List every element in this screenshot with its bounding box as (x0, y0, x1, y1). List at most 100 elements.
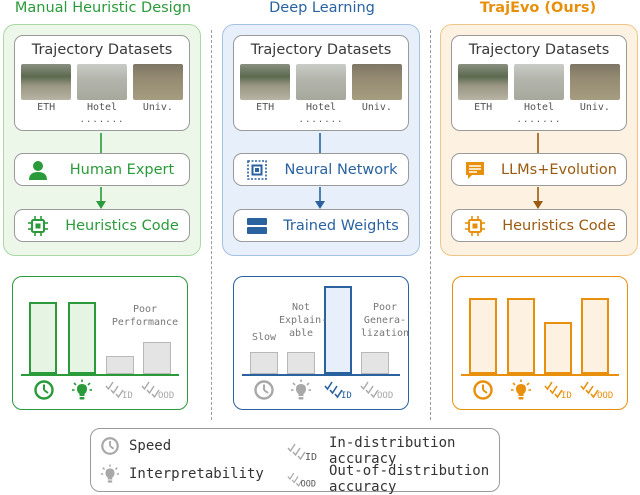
dataset-thumbnails (21, 64, 183, 100)
chart-trajevo: ID OOD (452, 276, 628, 410)
id-check-icon: ID (544, 381, 572, 399)
dataset-box: Trajectory Datasets ETH Hotel Univ. ....… (451, 35, 627, 131)
chart-axis (242, 374, 400, 376)
chip-icon (462, 213, 488, 239)
id-tag: ID (341, 391, 352, 399)
column-title-deep-learning: Deep Learning (269, 0, 375, 16)
eth-thumbnail (458, 64, 509, 100)
ood-tag: OOD (158, 391, 174, 399)
bar-interpretability (507, 298, 535, 374)
dataset-labels: ETH Hotel Univ. (458, 102, 620, 113)
chip-icon (25, 213, 51, 239)
id-check-icon: ID (324, 381, 352, 399)
annotation-line: Explain- (279, 315, 328, 326)
dataset-title: Trajectory Datasets (468, 42, 610, 58)
network-icon (244, 157, 270, 183)
step-label: Human Expert (69, 161, 175, 178)
legend-ood-accuracy: OOD Out-of-distribution accuracy (287, 463, 499, 495)
ood-check-icon: OOD (141, 381, 174, 399)
bar-id-accuracy (324, 286, 352, 374)
id-check-icon: ID (105, 381, 133, 399)
annotation-poor-performance: Poor Performance (105, 303, 185, 329)
dataset-label-univ: Univ. (361, 102, 392, 113)
clock-icon (99, 435, 121, 457)
hotel-thumbnail (295, 64, 347, 100)
panel-deep-learning: Trajectory Datasets ETH Hotel Univ. ....… (222, 24, 420, 256)
column-title-manual: Manual Heuristic Design (14, 0, 192, 16)
arrow-down (96, 187, 106, 209)
weights-icon (244, 213, 270, 239)
annotation-line: Performance (111, 317, 179, 328)
ood-check-icon: OOD (287, 468, 321, 490)
dataset-ellipsis: ....... (516, 115, 562, 125)
panel-manual: Trajectory Datasets ETH Hotel Univ. ....… (3, 24, 201, 256)
legend-id-accuracy: ID In-distribution accuracy (287, 435, 499, 467)
ood-check-icon: OOD (580, 381, 613, 399)
dataset-ellipsis: ....... (79, 115, 125, 125)
chat-icon (462, 157, 488, 183)
dataset-label-hotel: Hotel (523, 102, 555, 113)
step-heuristics-code: Heuristics Code (451, 209, 627, 242)
id-tag: ID (305, 452, 317, 461)
bar-speed (29, 302, 57, 374)
dataset-label-univ: Univ. (142, 102, 173, 113)
step-label: LLMs+Evolution (501, 161, 617, 178)
dataset-box: Trajectory Datasets ETH Hotel Univ. ....… (14, 35, 190, 131)
annotation-slow: Slow (246, 331, 282, 344)
hotel-thumbnail (76, 64, 128, 100)
dataset-label-univ: Univ. (579, 102, 610, 113)
separator-right (430, 30, 431, 420)
arrow-down (315, 187, 325, 209)
annotation-line: Poor (132, 304, 158, 315)
chart-deep-learning: Slow Not Explain- able Poor Genera- liza… (233, 276, 409, 410)
person-icon (25, 157, 51, 183)
bulb-icon (99, 463, 121, 485)
annotation-line: Poor (372, 302, 398, 313)
ood-tag: OOD (597, 391, 613, 399)
legend-label: Out-of-distribution accuracy (329, 463, 490, 495)
bar-speed (250, 352, 278, 374)
panel-trajevo: Trajectory Datasets ETH Hotel Univ. ....… (440, 24, 638, 256)
annotation-line: Not (291, 302, 311, 313)
step-heuristics-code: Heuristics Code (14, 209, 190, 242)
chart-manual: Poor Performance ID OOD (12, 276, 188, 410)
dataset-thumbnails (240, 64, 402, 100)
separator-left (211, 30, 212, 420)
step-human-expert: Human Expert (14, 153, 190, 186)
legend-label: Interpretability (129, 466, 264, 482)
ood-tag: OOD (301, 480, 316, 489)
dataset-labels: ETH Hotel Univ. (240, 102, 402, 113)
step-llms-evolution: LLMs+Evolution (451, 153, 627, 186)
column-title-trajevo: TrajEvo (Ours) (479, 0, 597, 16)
step-label: Heuristics Code (65, 217, 179, 234)
eth-thumbnail (240, 64, 291, 100)
chart-axis (461, 374, 619, 376)
dataset-box: Trajectory Datasets ETH Hotel Univ. ....… (233, 35, 409, 131)
univ-thumbnail (351, 64, 402, 100)
step-neural-network: Neural Network (233, 153, 409, 186)
dataset-label-eth: ETH (256, 102, 275, 113)
bulb-icon (291, 379, 311, 400)
clock-icon (473, 380, 493, 400)
bulb-icon (72, 379, 92, 400)
bar-interpretability (68, 302, 96, 374)
arrow-down (533, 187, 543, 209)
id-tag: ID (561, 391, 572, 399)
bar-speed (469, 298, 497, 374)
step-trained-weights: Trained Weights (233, 209, 409, 242)
bar-ood-accuracy (143, 342, 171, 374)
id-check-icon: ID (287, 440, 321, 462)
ood-check-icon: OOD (360, 381, 393, 399)
annotation-not-explainable: Not Explain- able (279, 301, 328, 340)
annotation-line: able (288, 328, 314, 339)
annotation-line: lization (360, 328, 410, 339)
step-label: Trained Weights (283, 217, 399, 234)
legend-speed: Speed (99, 435, 171, 457)
ood-tag: OOD (377, 391, 393, 399)
bar-ood-accuracy (581, 298, 609, 374)
clock-icon (254, 380, 274, 400)
bar-id-accuracy (544, 322, 572, 374)
annotation-line: Genera- (363, 315, 407, 326)
dataset-thumbnails (458, 64, 620, 100)
bulb-icon (511, 379, 531, 400)
